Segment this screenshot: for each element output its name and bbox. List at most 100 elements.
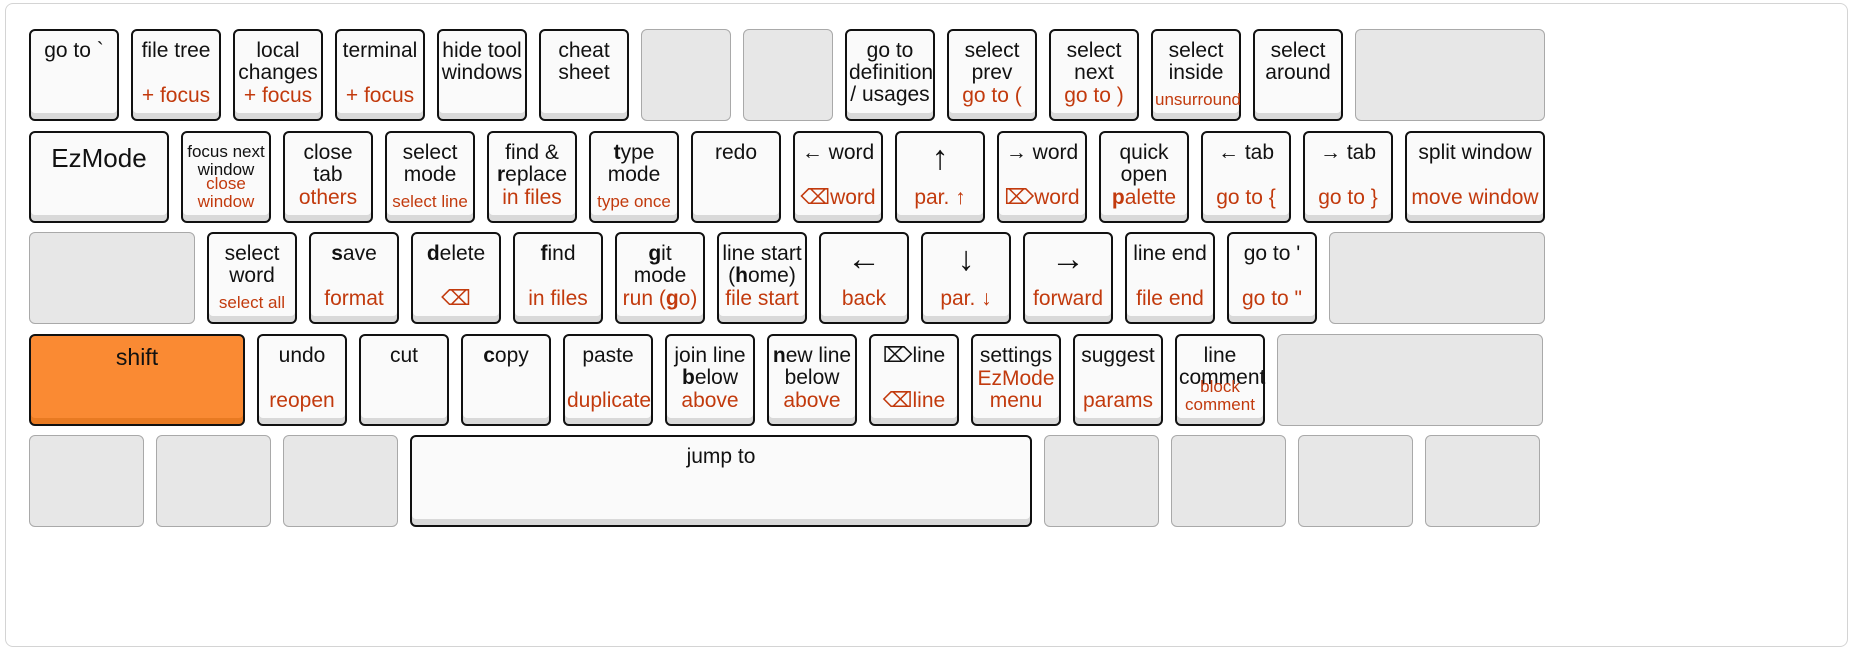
key-select-prev-secondary-label: go to ( [962, 84, 1022, 107]
key-suggest-primary-label: suggest [1081, 344, 1155, 367]
key-shift-primary-label: shift [115, 344, 159, 370]
key-save-secondary-label: format [324, 287, 384, 310]
key-shift[interactable]: shift [29, 334, 245, 426]
key-word-left-secondary-label: ⌫word [800, 186, 876, 209]
key-ezmode[interactable]: EzMode [29, 131, 169, 223]
key-paste[interactable]: paste duplicate [563, 334, 653, 426]
key-git-mode-secondary-label: run (go) [622, 287, 698, 310]
key-save-primary-label: save [331, 242, 377, 265]
key-right[interactable]: →forward [1023, 232, 1113, 324]
key-tab-right-secondary-label: go to } [1318, 186, 1378, 209]
key-select-next-primary-label: select next [1066, 39, 1122, 84]
key-go-to-quote-secondary-label: go to " [1242, 287, 1302, 310]
key-settings-secondary-label: EzMode menu [977, 367, 1055, 412]
key-word-left[interactable]: ← word⌫word [793, 131, 883, 223]
key-down-secondary-label: par. ↓ [940, 287, 992, 310]
key-left-secondary-label: back [841, 287, 887, 310]
key-word-right-secondary-label: ⌦word [1004, 186, 1080, 209]
key-blank-11 [1171, 435, 1286, 527]
key-save[interactable]: save format [309, 232, 399, 324]
key-delete-line-secondary-label: ⌫line [882, 389, 946, 412]
key-suggest-secondary-label: params [1082, 389, 1154, 412]
key-word-right[interactable]: → word⌦word [997, 131, 1087, 223]
key-hide-tool-windows[interactable]: hide tool windows [437, 29, 527, 121]
key-paragraph-up[interactable]: ↑par. ↑ [895, 131, 985, 223]
key-local-changes-secondary-label: + focus [243, 84, 313, 107]
key-new-line-secondary-label: above [783, 389, 841, 412]
key-settings-primary-label: settings [979, 344, 1053, 367]
key-paste-primary-label: paste [582, 344, 634, 367]
key-cut-primary-label: cut [389, 344, 418, 367]
key-go-to-definition-primary-label: go to definition / usages [849, 39, 934, 106]
key-cheat-sheet[interactable]: cheat sheet [539, 29, 629, 121]
key-find-replace-primary-label: find & replace [496, 141, 568, 186]
key-ezmode-primary-label: EzMode [51, 143, 147, 173]
key-line-start[interactable]: line start (home)file start [717, 232, 807, 324]
key-file-tree[interactable]: file tree+ focus [131, 29, 221, 121]
key-select-mode[interactable]: select mode select line [385, 131, 475, 223]
key-go-to-definition[interactable]: go to definition / usages [845, 29, 935, 121]
key-type-mode-primary-label: type mode [607, 141, 661, 186]
key-select-inside-secondary-label: unsurround [1155, 90, 1242, 109]
key-terminal[interactable]: terminal+ focus [335, 29, 425, 121]
key-line-end-secondary-label: file end [1136, 287, 1204, 310]
key-select-mode-secondary-label: select line [392, 192, 468, 211]
key-local-changes[interactable]: local changes+ focus [233, 29, 323, 121]
key-right-primary-label: → [1051, 240, 1085, 278]
key-down[interactable]: ↓par. ↓ [921, 232, 1011, 324]
key-select-around[interactable]: select around [1253, 29, 1343, 121]
key-undo-secondary-label: reopen [269, 389, 335, 412]
key-blank-9 [283, 435, 398, 527]
key-focus-next-window-secondary-label: close window [197, 174, 255, 211]
key-select-next-secondary-label: go to ) [1064, 84, 1124, 107]
key-find-primary-label: find [540, 242, 576, 265]
key-split-window-primary-label: split window [1418, 141, 1532, 164]
key-redo[interactable]: redo [691, 131, 781, 223]
key-blank-7 [29, 435, 144, 527]
key-select-mode-primary-label: select mode [402, 141, 458, 186]
key-go-to-quote[interactable]: go to ' go to " [1227, 232, 1317, 324]
key-delete[interactable]: delete⌫ [411, 232, 501, 324]
key-delete-secondary-label: ⌫ [441, 287, 471, 310]
key-git-mode-primary-label: git mode [633, 242, 687, 287]
key-suggest[interactable]: suggest params [1073, 334, 1163, 426]
key-cheat-sheet-primary-label: cheat sheet [558, 39, 610, 84]
key-go-to-quote-primary-label: go to ' [1243, 242, 1301, 265]
key-blank-1 [641, 29, 731, 121]
key-cut[interactable]: cut [359, 334, 449, 426]
key-select-word-secondary-label: select all [218, 293, 286, 312]
key-blank-8 [156, 435, 271, 527]
key-close-tab-primary-label: close tab [303, 141, 353, 186]
key-type-mode-secondary-label: type once [597, 192, 671, 211]
key-close-tab-secondary-label: others [298, 186, 358, 209]
key-line-start-secondary-label: file start [725, 287, 799, 310]
key-space[interactable]: jump to [410, 435, 1032, 527]
key-type-mode[interactable]: type mode type once [589, 131, 679, 223]
key-line-comment-secondary-label: block comment [1185, 377, 1255, 414]
key-go-to-backtick[interactable]: go to ` [29, 29, 119, 121]
key-delete-line[interactable]: ⌦line⌫line [869, 334, 959, 426]
key-paste-secondary-label: duplicate [567, 389, 652, 412]
key-blank-12 [1298, 435, 1413, 527]
key-left[interactable]: ←back [819, 232, 909, 324]
key-copy[interactable]: copy [461, 334, 551, 426]
